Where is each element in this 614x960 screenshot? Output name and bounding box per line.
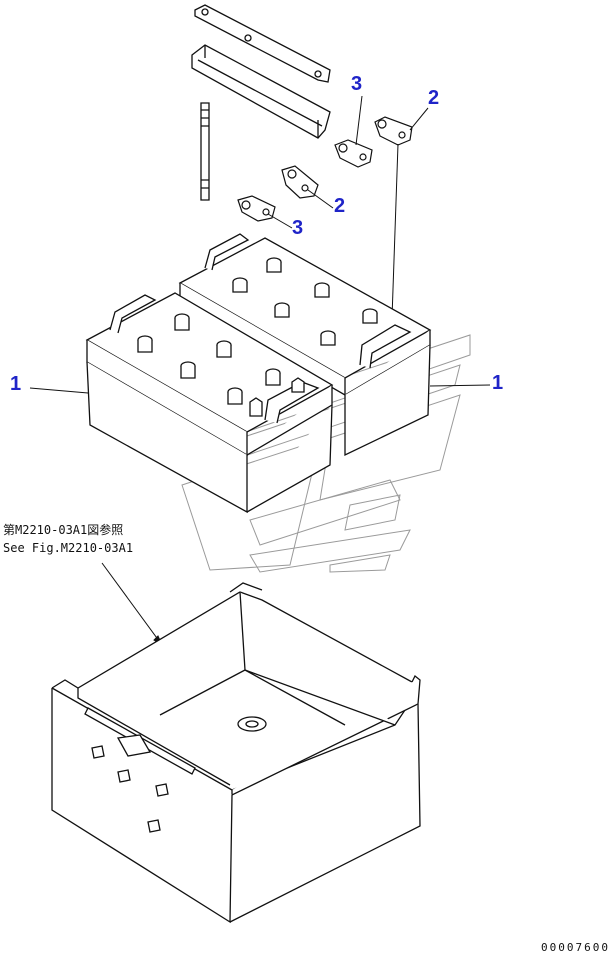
- battery-right: [178, 233, 432, 457]
- callout-terminal-clamp-b: 2: [334, 195, 346, 217]
- reference-note-japanese: 第M2210-03A1図参照: [3, 523, 124, 537]
- drawing-number: 00007600: [541, 941, 610, 954]
- callout-terminal-clamp-c: 3: [351, 73, 363, 95]
- reference-note-english: See Fig.M2210-03A1: [3, 541, 134, 555]
- battery-box: [51, 582, 421, 924]
- battery-hold-down-channel: [191, 44, 331, 139]
- hold-down-rod: [200, 102, 210, 201]
- battery-hold-down-bar: [194, 4, 331, 83]
- battery-left: [85, 292, 334, 514]
- reference-leader: [101, 562, 164, 647]
- callout-terminal-clamp-a: 2: [428, 87, 440, 109]
- callout-leaders: [29, 95, 491, 394]
- terminal-clamps: [237, 116, 413, 222]
- callout-battery-right: 1: [492, 372, 504, 394]
- callout-battery-left: 1: [10, 373, 22, 395]
- callout-terminal-clamp-d: 3: [292, 217, 304, 239]
